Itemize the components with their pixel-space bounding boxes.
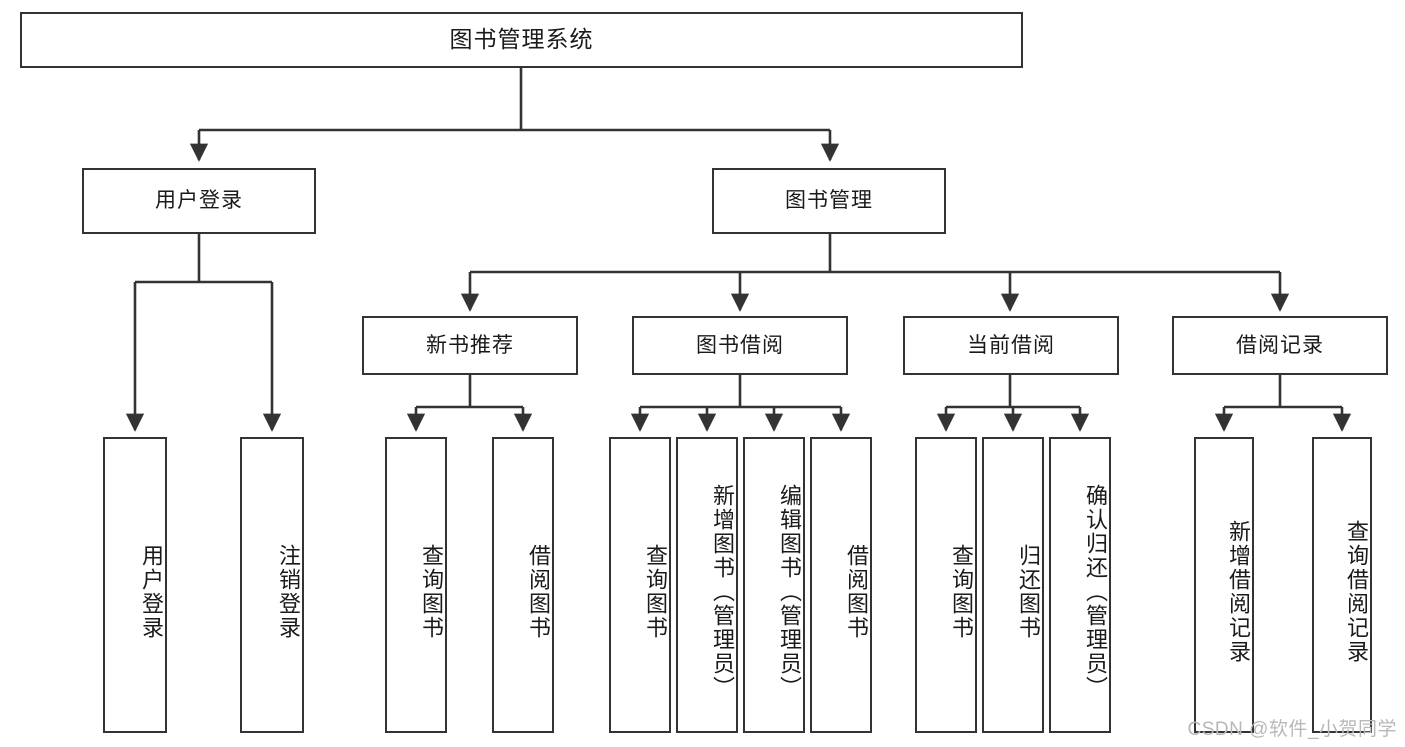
node-current-borrow[interactable]: 当前借阅 bbox=[903, 316, 1119, 375]
node-label: 当前借阅 bbox=[967, 333, 1055, 357]
node-book-borrow[interactable]: 图书借阅 bbox=[632, 316, 848, 375]
node-new-book-recommend[interactable]: 新书推荐 bbox=[362, 316, 578, 375]
node-leaf-query-book-1[interactable]: 查询图书 bbox=[385, 437, 447, 733]
node-user-login[interactable]: 用户登录 bbox=[82, 168, 316, 234]
node-label: 查询借阅记录 bbox=[1344, 520, 1369, 664]
node-label: 查询图书 bbox=[419, 544, 444, 640]
node-leaf-logout-login[interactable]: 注销登录 bbox=[240, 437, 304, 733]
node-label: 借阅图书 bbox=[844, 544, 869, 640]
node-leaf-borrow-book-2[interactable]: 借阅图书 bbox=[810, 437, 872, 733]
node-borrow-record[interactable]: 借阅记录 bbox=[1172, 316, 1388, 375]
node-label: 图书管理 bbox=[785, 189, 873, 213]
node-label: 新增图书（管理员） bbox=[710, 484, 735, 700]
node-label: 编辑图书（管理员） bbox=[777, 484, 802, 700]
node-leaf-query-book-3[interactable]: 查询图书 bbox=[915, 437, 977, 733]
node-label: 查询图书 bbox=[949, 544, 974, 640]
node-leaf-edit-book[interactable]: 编辑图书（管理员） bbox=[743, 437, 805, 733]
node-label: 归还图书 bbox=[1016, 544, 1041, 640]
node-label: 图书借阅 bbox=[696, 333, 784, 357]
node-label: 图书管理系统 bbox=[449, 26, 594, 53]
node-label: 注销登录 bbox=[276, 544, 301, 640]
node-label: 确认归还（管理员） bbox=[1083, 484, 1108, 700]
node-label: 新书推荐 bbox=[426, 333, 514, 357]
node-label: 用户登录 bbox=[139, 544, 164, 640]
node-label: 用户登录 bbox=[155, 189, 243, 213]
node-leaf-confirm-return[interactable]: 确认归还（管理员） bbox=[1049, 437, 1111, 733]
node-leaf-return-book[interactable]: 归还图书 bbox=[982, 437, 1044, 733]
node-label: 查询图书 bbox=[643, 544, 668, 640]
node-leaf-query-book-2[interactable]: 查询图书 bbox=[609, 437, 671, 733]
node-book-manage[interactable]: 图书管理 bbox=[712, 168, 946, 234]
node-leaf-borrow-book-1[interactable]: 借阅图书 bbox=[492, 437, 554, 733]
node-leaf-add-book[interactable]: 新增图书（管理员） bbox=[676, 437, 738, 733]
node-book-management-system[interactable]: 图书管理系统 bbox=[20, 12, 1023, 68]
node-leaf-add-record[interactable]: 新增借阅记录 bbox=[1194, 437, 1254, 733]
csdn-watermark: CSDN @软件_小贺同学 bbox=[1187, 719, 1397, 740]
node-label: 借阅记录 bbox=[1236, 333, 1324, 357]
node-leaf-user-login[interactable]: 用户登录 bbox=[103, 437, 167, 733]
node-label: 借阅图书 bbox=[526, 544, 551, 640]
node-label: 新增借阅记录 bbox=[1226, 520, 1251, 664]
node-leaf-query-record[interactable]: 查询借阅记录 bbox=[1312, 437, 1372, 733]
